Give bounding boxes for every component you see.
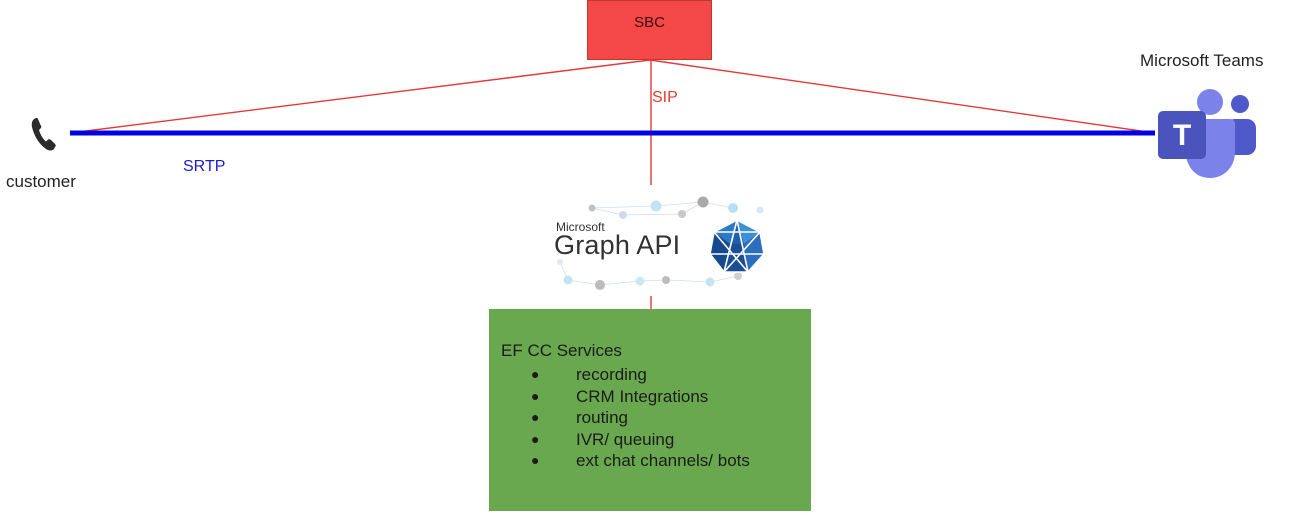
- service-item-routing: ● routing: [501, 407, 811, 429]
- graph-api-logo: Microsoft Graph API: [548, 190, 778, 295]
- srtp-label: SRTP: [183, 158, 226, 175]
- service-item-crm-integrations: ● CRM Integrations: [501, 386, 811, 408]
- service-item-label: recording: [576, 365, 647, 384]
- service-item-ivr-queuing: ● IVR/ queuing: [501, 429, 811, 451]
- microsoft-teams-logo-icon: T: [1158, 89, 1256, 178]
- ef-cc-services-box: EF CC Services ● recording ● CRM Integrati…: [489, 309, 811, 511]
- graph-api-small-text: Microsoft: [556, 220, 605, 234]
- bullet: ●: [531, 366, 540, 382]
- teams-logo-letter: T: [1173, 119, 1191, 152]
- teams-title: Microsoft Teams: [1140, 51, 1264, 70]
- services-list: ● recording ● CRM Integrations ● routing ● I…: [501, 364, 811, 472]
- services-title: EF CC Services: [501, 341, 622, 360]
- service-item-label: ext chat channels/ bots: [576, 451, 750, 470]
- bullet: ●: [531, 387, 540, 404]
- sip-line-sbc-to-customer: [69, 59, 651, 134]
- graph-network-dots: [557, 196, 764, 290]
- phone-icon: [31, 117, 56, 151]
- sbc-label: SBC: [634, 14, 665, 31]
- service-item-recording: ● recording: [501, 364, 811, 386]
- graph-api-title: Graph API: [554, 230, 681, 260]
- sip-line-sbc-to-teams: [649, 59, 1156, 134]
- graph-api-gem-icon: [709, 219, 765, 273]
- service-item-label: routing: [576, 408, 628, 427]
- bullet: ●: [531, 452, 540, 468]
- service-item-ext-chat-channels: ● ext chat channels/ bots: [501, 450, 811, 472]
- service-item-label: CRM Integrations: [576, 386, 709, 406]
- bullet: ●: [531, 409, 540, 425]
- customer-label: customer: [6, 172, 76, 191]
- sbc-node: SBC: [587, 0, 712, 60]
- service-item-label: IVR/ queuing: [576, 429, 675, 449]
- bullet: ●: [531, 430, 540, 447]
- sip-label: SIP: [652, 89, 678, 106]
